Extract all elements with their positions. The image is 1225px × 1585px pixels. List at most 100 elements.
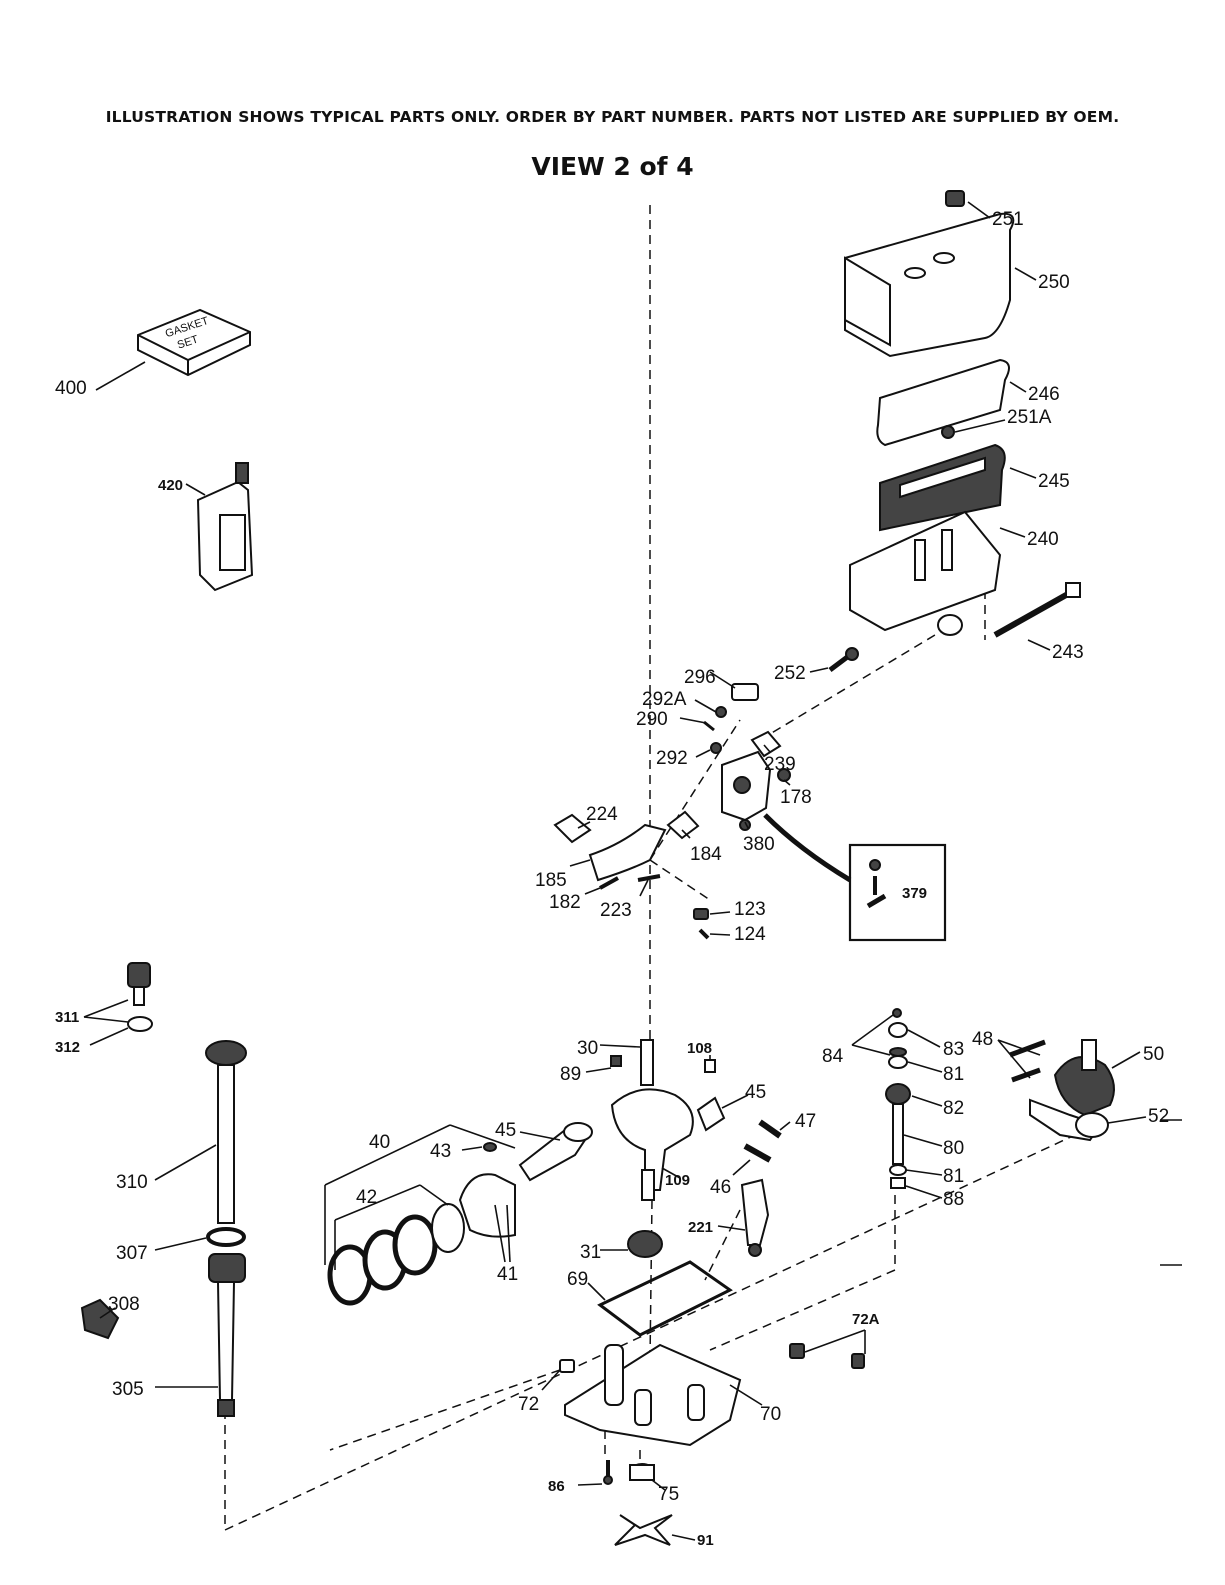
callout-420: 420 <box>158 477 183 494</box>
callout-69: 69 <box>567 1269 588 1290</box>
callout-47: 47 <box>795 1111 816 1132</box>
callout-89: 89 <box>560 1064 581 1085</box>
callout-109: 109 <box>665 1172 690 1189</box>
callout-43: 43 <box>430 1141 451 1162</box>
callout-41: 41 <box>497 1264 518 1285</box>
callout-292: 292 <box>656 748 688 769</box>
part-48-shape <box>1009 1039 1046 1058</box>
part-308-shape <box>80 1298 120 1340</box>
callout-307: 307 <box>116 1243 148 1264</box>
part-182-shape <box>599 876 619 890</box>
part-84-ring <box>892 1008 902 1018</box>
callout-70: 70 <box>760 1404 781 1425</box>
callout-224: 224 <box>586 804 618 825</box>
callout-240: 240 <box>1027 529 1059 550</box>
callout-45a: 45 <box>745 1082 766 1103</box>
part-224-shape <box>553 813 592 844</box>
callout-124: 124 <box>734 924 766 945</box>
part-251-shape <box>945 190 965 207</box>
callout-52: 52 <box>1148 1106 1169 1127</box>
part-45a-shape <box>518 1128 587 1182</box>
part-80-shape <box>892 1103 904 1165</box>
part-89-shape <box>610 1055 622 1067</box>
part-185-shape <box>588 823 667 882</box>
leader-lines <box>83 201 1147 1541</box>
part-83-shape <box>888 1022 908 1038</box>
callout-81a: 81 <box>943 1064 964 1085</box>
part-50-shape <box>1053 1056 1115 1117</box>
callout-81b: 81 <box>943 1166 964 1187</box>
part-296-shape <box>731 683 759 701</box>
callout-239: 239 <box>764 754 796 775</box>
callout-88: 88 <box>943 1189 964 1210</box>
callout-83: 83 <box>943 1039 964 1060</box>
part-251A-shape <box>941 425 955 439</box>
part-310-shape <box>217 1064 235 1224</box>
part-41-shape <box>458 1173 516 1238</box>
callout-80: 80 <box>943 1138 964 1159</box>
part-123-shape <box>693 908 709 920</box>
callout-312: 312 <box>55 1039 80 1056</box>
callout-292A: 292A <box>642 689 687 710</box>
part-91-shape <box>614 1514 673 1546</box>
part-72-shape <box>559 1359 575 1373</box>
part-81b-shape <box>889 1164 907 1176</box>
callout-45b: 45 <box>495 1120 516 1141</box>
part-239-shape <box>750 730 782 758</box>
part-245-shape <box>879 443 1006 532</box>
callout-182: 182 <box>549 892 581 913</box>
part-42-ring3 <box>392 1214 438 1276</box>
part-223-shape <box>637 874 661 882</box>
view-title: VIEW 2 of 4 <box>531 152 694 181</box>
part-312-shape <box>127 1016 153 1032</box>
callout-310: 310 <box>116 1172 148 1193</box>
callout-72: 72 <box>518 1394 539 1415</box>
part-shapes <box>80 190 1182 1546</box>
part-292-shape <box>710 742 722 754</box>
part-42-ring4 <box>431 1203 465 1253</box>
part-46-shape <box>743 1143 772 1163</box>
callout-246: 246 <box>1028 384 1060 405</box>
part-305-top <box>208 1253 246 1283</box>
parts-notice: ILLUSTRATION SHOWS TYPICAL PARTS ONLY. O… <box>105 108 1120 126</box>
callout-252: 252 <box>774 663 806 684</box>
part-246-shape <box>876 358 1010 447</box>
part-307-shape <box>206 1227 246 1247</box>
part-108-shape <box>704 1059 716 1073</box>
callout-48: 48 <box>972 1029 993 1050</box>
callout-185: 185 <box>535 870 567 891</box>
part-72A-screw <box>789 1343 805 1359</box>
callout-178: 178 <box>780 787 812 808</box>
callout-72A: 72A <box>852 1311 880 1328</box>
part-70-shape <box>564 1343 742 1447</box>
callout-50: 50 <box>1143 1044 1164 1065</box>
part-callouts: 251 250 246 251A 245 240 243 252 296 292… <box>55 209 1169 1549</box>
part-109-shape <box>610 1088 694 1191</box>
callout-245: 245 <box>1038 471 1070 492</box>
part-43-shape <box>483 1142 497 1152</box>
callout-40: 40 <box>369 1132 390 1153</box>
part-45b-shape <box>696 1096 726 1132</box>
part-81a-shape <box>888 1055 908 1069</box>
callout-251: 251 <box>992 209 1024 230</box>
part-47-shape <box>758 1119 782 1139</box>
callout-223: 223 <box>600 900 632 921</box>
callout-75: 75 <box>658 1484 679 1505</box>
part-69-shape <box>597 1260 733 1337</box>
callout-31: 31 <box>580 1242 601 1263</box>
callout-290: 290 <box>636 709 668 730</box>
callout-251A: 251A <box>1007 407 1052 428</box>
part-243-shape <box>993 587 1077 638</box>
part-88-shape <box>890 1177 906 1189</box>
part-82-shape <box>885 1083 911 1105</box>
callout-184: 184 <box>690 844 722 865</box>
callout-82: 82 <box>943 1098 964 1119</box>
callout-123: 123 <box>734 899 766 920</box>
callout-380: 380 <box>743 834 775 855</box>
part-31-shape <box>627 1230 663 1258</box>
callout-296: 296 <box>684 667 716 688</box>
assembly-lines <box>224 205 1076 1531</box>
part-311-shape <box>127 962 151 988</box>
part-221-shape <box>740 1178 770 1246</box>
